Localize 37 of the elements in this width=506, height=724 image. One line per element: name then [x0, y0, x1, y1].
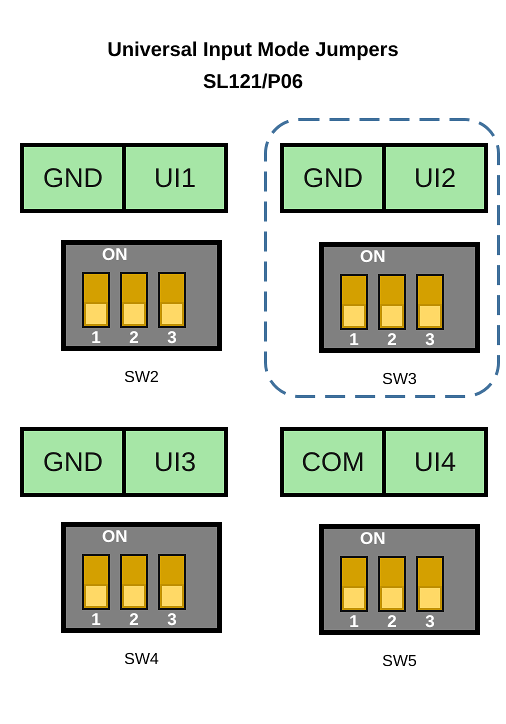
switch-number: 2 — [128, 610, 140, 630]
switch-number: 3 — [166, 328, 178, 348]
on-label: ON — [102, 527, 128, 547]
switch-number: 1 — [348, 330, 360, 350]
switch-label: SW2 — [123, 368, 160, 388]
terminal-label: UI2 — [382, 147, 484, 209]
switch-number: 2 — [128, 328, 140, 348]
terminal-label: UI4 — [382, 431, 484, 493]
on-label: ON — [360, 247, 386, 267]
terminal-label: GND — [42, 446, 104, 478]
terminal-label: UI3 — [122, 431, 224, 493]
on-label: ON — [360, 529, 386, 549]
terminal-label: GND — [302, 162, 364, 194]
switch-number: 2 — [386, 330, 398, 350]
switch-number: 2 — [386, 612, 398, 632]
switch-label: SW4 — [123, 650, 160, 670]
terminal-block — [280, 143, 488, 213]
dip-switch — [61, 240, 222, 351]
switch-number: 1 — [90, 610, 102, 630]
title: Universal Input Mode Jumpers SL121/P06 — [106, 38, 400, 95]
terminal-label: GND — [42, 162, 104, 194]
terminal-block — [20, 427, 228, 497]
switch-number: 3 — [166, 610, 178, 630]
switch-number: 1 — [348, 612, 360, 632]
switch-label: SW5 — [381, 652, 418, 672]
switch-number: 3 — [424, 612, 436, 632]
switch-number: 1 — [90, 328, 102, 348]
switch-number: 3 — [424, 330, 436, 350]
dip-switch — [319, 524, 480, 635]
terminal-block — [20, 143, 228, 213]
on-label: ON — [102, 245, 128, 265]
terminal-block — [280, 427, 488, 497]
terminal-label: COM — [300, 446, 366, 478]
dip-switch — [319, 242, 480, 353]
terminal-label: UI1 — [122, 147, 224, 209]
dip-switch — [61, 522, 222, 633]
switch-label: SW3 — [381, 370, 418, 390]
